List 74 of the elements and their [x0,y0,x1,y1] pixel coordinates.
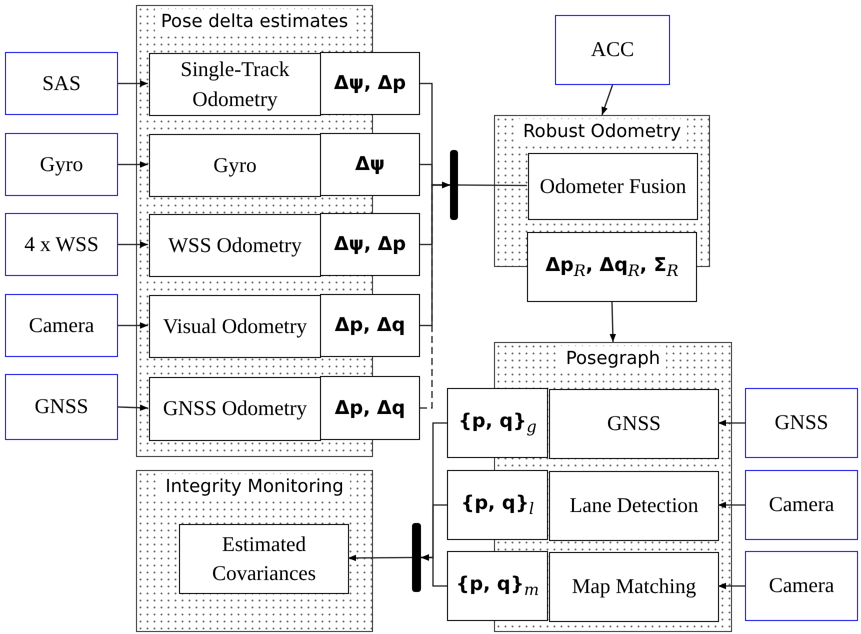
process-box [528,153,698,220]
output-box [527,232,697,302]
arrow [118,80,148,87]
node-label: Gyro [213,152,257,179]
output-label: {p, q}$_{l}$ [460,491,534,520]
sensor-box [5,294,118,357]
output-box [320,52,420,115]
arrow [420,182,450,326]
process-box [549,552,719,622]
node-label: Odometer Fusion [540,172,686,200]
arrow [420,182,450,409]
node-label: GNSS [607,410,661,438]
node-label: Camera [28,312,94,339]
sensor-box [555,15,670,85]
output-label: Δp, Δq [334,313,406,338]
process-box [549,471,719,541]
node-label: 4 x WSS [24,230,99,258]
node-label: GNSS Odometry [162,395,308,422]
output-label: Δp$_{R}$, Δq$_{R}$, Σ$_{R}$ [545,253,679,282]
arrow [348,554,412,562]
sensor-box [745,470,858,540]
group-panel [136,470,373,632]
merge-bar [450,150,458,220]
arrow [718,582,745,590]
output-box [320,213,420,276]
process-box [149,295,321,358]
arrow [610,302,616,342]
output-box [447,388,548,458]
arrow [421,554,447,587]
output-box [447,470,548,540]
node-label: Estimated Covariances [211,530,317,587]
output-label: Δψ, Δp [334,232,406,258]
output-box [320,294,420,357]
node-label: GNSS [774,409,828,436]
arrow [118,161,148,168]
process-box [549,389,719,459]
output-label: Δψ [355,152,385,178]
node-label: Camera [768,491,834,518]
output-box [447,551,548,621]
connector-line [458,184,527,186]
output-box [320,376,420,440]
node-label: Gyro [40,150,84,178]
sensor-box [745,388,858,458]
process-box [149,214,321,277]
process-box [149,134,321,197]
node-label: Lane Detection [570,492,698,520]
arrow [718,420,745,426]
node-label: Visual Odometry [163,312,307,340]
arrow [118,241,148,248]
node-label: Camera [768,572,834,600]
process-box [179,524,349,594]
sensor-box [5,213,118,276]
arrow [718,502,745,508]
sensor-box [745,551,858,621]
node-label: GNSS [34,393,88,420]
node-label: ACC [590,36,634,64]
output-label: Δp, Δq [334,396,406,421]
process-box [149,53,321,116]
output-label: {p, q}$_{m}$ [456,572,540,601]
merge-bar [412,523,421,592]
node-label: WSS Odometry [168,232,302,259]
arrow [601,84,614,116]
output-label: Δψ, Δp [334,71,406,96]
sensor-box [5,133,118,196]
arrow [118,322,148,329]
node-label: Map Matching [572,573,696,600]
sensor-box [5,374,118,440]
node-label: Single-Track Odometry [180,56,290,112]
output-label: {p, q}$_{g}$ [458,409,537,438]
output-box [320,133,420,196]
process-box [149,377,321,441]
node-label: SAS [42,70,81,97]
sensor-box [5,52,118,115]
arrow [118,404,148,411]
